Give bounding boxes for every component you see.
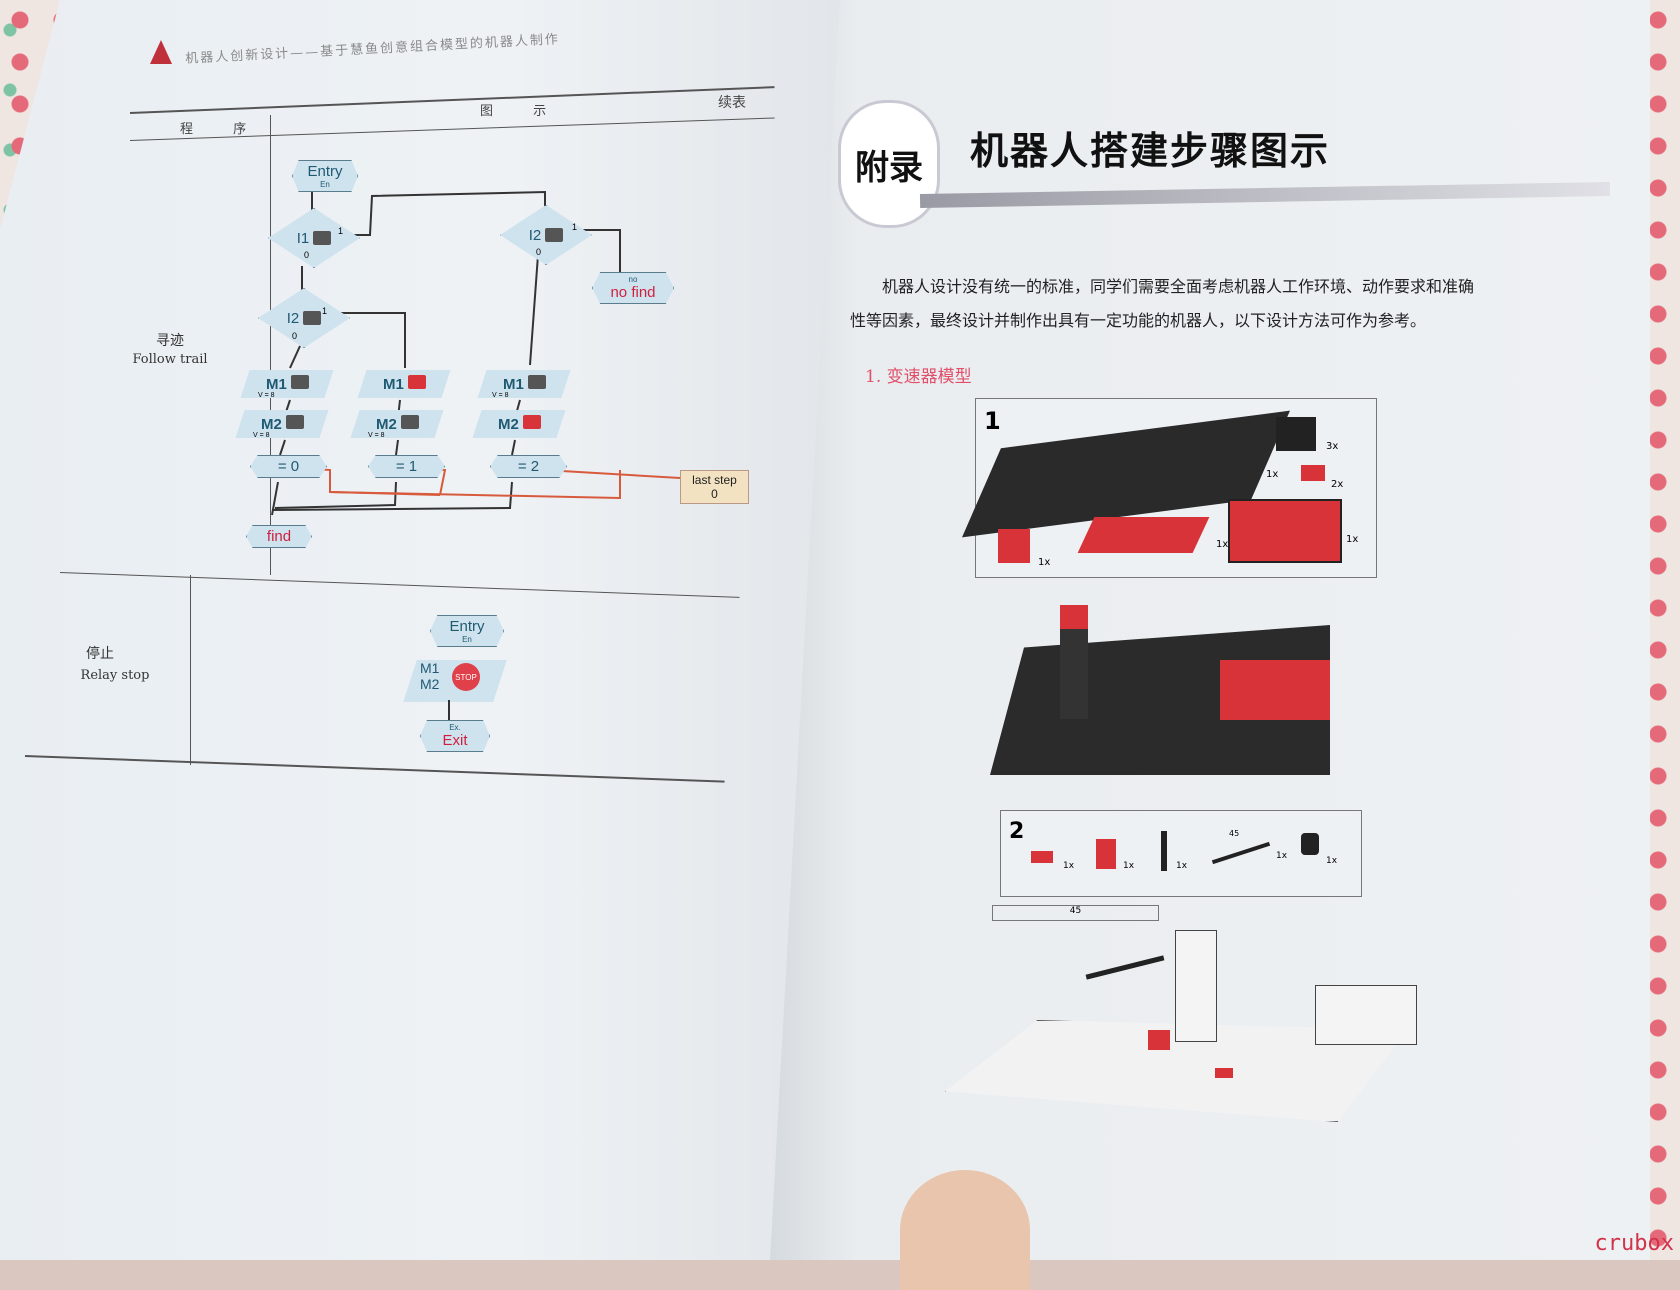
title-underline bbox=[919, 181, 1611, 209]
red-tray-image bbox=[1077, 517, 1210, 553]
red-clip-image bbox=[1031, 851, 1053, 863]
qty-1x-plate: 1x bbox=[1266, 469, 1279, 480]
qty-1x-clip: 1x bbox=[1063, 861, 1075, 871]
stop-connector bbox=[448, 700, 450, 720]
i1-yes-label: 1 bbox=[338, 226, 344, 236]
step1-parts-panel: 1 3x 1x 2x 1x 1x 1x bbox=[962, 398, 1377, 578]
appendix-badge: 附录 bbox=[838, 100, 940, 228]
intro-paragraph: 机器人设计没有统一的标准，同学们需要全面考虑机器人工作环境、动作要求和准确 性等… bbox=[850, 270, 1640, 338]
assign-0: = 0 bbox=[250, 455, 327, 478]
qty-1x-rod: 1x bbox=[1276, 851, 1288, 861]
assembly2-red-clip-image bbox=[1215, 1068, 1233, 1078]
qty-1x-box: 1x bbox=[1346, 534, 1359, 545]
gear-image bbox=[1301, 833, 1319, 855]
m1-col1-speed: V = 8 bbox=[258, 392, 275, 399]
i2-top-no-label: 0 bbox=[536, 247, 542, 257]
col-divider bbox=[270, 115, 271, 575]
col-program: 程 序 bbox=[180, 122, 265, 137]
axle-length-label: 45 bbox=[1229, 829, 1240, 838]
col-diagram: 图 示 bbox=[480, 104, 565, 119]
motor-m1-col1: M1 bbox=[240, 370, 334, 398]
assembly2-box-image bbox=[1315, 985, 1417, 1045]
flowchart-connectors bbox=[271, 190, 745, 516]
section-heading: 1. 变速器模型 bbox=[865, 367, 972, 387]
row1-cn: 寻迹 bbox=[156, 333, 184, 349]
right-page: 附录 机器人搭建步骤图示 机器人设计没有统一的标准，同学们需要全面考虑机器人工作… bbox=[770, 0, 1650, 1260]
qty-1x-cube: 1x bbox=[1038, 557, 1051, 568]
red-angle-image bbox=[1096, 839, 1116, 869]
find-node: find bbox=[246, 525, 312, 548]
qty-1x-pin: 1x bbox=[1176, 861, 1188, 871]
intro-line-1: 机器人设计没有统一的标准，同学们需要全面考虑机器人工作环境、动作要求和准确 bbox=[882, 277, 1475, 296]
row2-cn: 停止 bbox=[86, 646, 114, 662]
i2-left-yes-label: 1 bbox=[322, 306, 328, 316]
i2-top-yes-label: 1 bbox=[572, 222, 578, 232]
qty-1x-angle: 1x bbox=[1123, 861, 1135, 871]
motor-m2-col1: M2 bbox=[235, 410, 329, 438]
red-box-image bbox=[1228, 499, 1342, 563]
step2-number: 2 bbox=[1009, 819, 1025, 844]
qty-2x: 2x bbox=[1331, 479, 1344, 490]
qty-1x-gear: 1x bbox=[1326, 856, 1338, 866]
row2-en: Relay stop bbox=[80, 668, 150, 683]
axle-pin-image bbox=[1161, 831, 1167, 871]
assembly2-tower-image bbox=[1175, 930, 1217, 1042]
assembly2-red-cube-image bbox=[1148, 1030, 1170, 1050]
qty-1x-tray: 1x bbox=[1216, 539, 1229, 550]
black-block-image bbox=[1276, 417, 1316, 451]
red-cube-image bbox=[998, 529, 1030, 563]
m2-col1-speed: V = 8 bbox=[253, 432, 270, 439]
thumb bbox=[900, 1170, 1030, 1290]
assign-1: = 1 bbox=[368, 455, 445, 478]
red-small-block-image bbox=[1301, 465, 1325, 481]
motor-m1-col2: M1 bbox=[357, 370, 451, 398]
assembly1-tower-image bbox=[1060, 605, 1088, 719]
i2-left-no-label: 0 bbox=[292, 331, 298, 341]
continued-label: 续表 bbox=[718, 95, 746, 111]
qty-3x: 3x bbox=[1326, 441, 1339, 452]
watermark: crubox bbox=[1594, 1231, 1674, 1256]
stop-icon: STOP bbox=[452, 663, 480, 691]
assembly2-axle-image bbox=[1085, 955, 1165, 980]
motor-m2-col3: M2 bbox=[472, 410, 566, 438]
axle-ruler: 45 bbox=[992, 905, 1159, 921]
motor-m2-col2: M2 bbox=[350, 410, 444, 438]
m2-col2-speed: V = 8 bbox=[368, 432, 385, 439]
exit-node: Ex.Exit bbox=[420, 720, 490, 752]
step1-number: 1 bbox=[984, 407, 1001, 435]
i1-no-label: 0 bbox=[304, 250, 310, 260]
assign-2: = 2 bbox=[490, 455, 567, 478]
row1-en: Follow trail bbox=[132, 352, 208, 367]
col-divider-lower bbox=[190, 575, 191, 765]
m1-col3-speed: V = 8 bbox=[492, 392, 509, 399]
intro-line-2: 性等因素，最终设计并制作出具有一定功能的机器人，以下设计方法可作为参考。 bbox=[850, 311, 1427, 330]
step2-parts-panel: 2 1x 1x 1x 45 1x 1x bbox=[1000, 810, 1362, 897]
left-page: 机器人创新设计——基于慧鱼创意组合模型的机器人制作 续表 程 序 图 示 寻迹 … bbox=[0, 0, 840, 1260]
assembly1-redbox-image bbox=[1220, 660, 1330, 720]
axle-rod-image bbox=[1211, 841, 1271, 865]
appendix-title: 机器人搭建步骤图示 bbox=[970, 129, 1331, 173]
